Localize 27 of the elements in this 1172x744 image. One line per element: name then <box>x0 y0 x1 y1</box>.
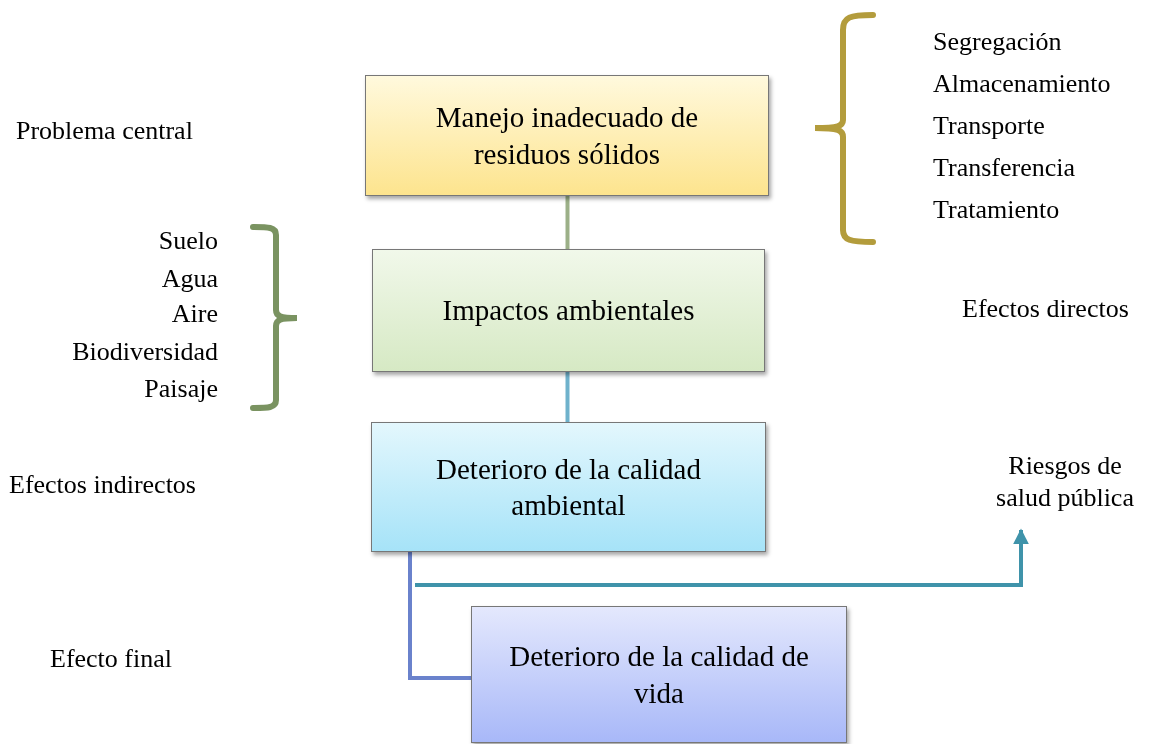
process-box <box>365 75 769 196</box>
annotation-text: Aire <box>171 301 218 327</box>
connector-line <box>565 196 570 249</box>
connector-line <box>408 552 471 680</box>
annotation-text: Suelo <box>158 228 218 254</box>
annotation-text: Transferencia <box>933 155 1075 181</box>
connector-line <box>565 372 570 422</box>
box-label: Manejo inadecuado de residuos sólidos <box>434 100 700 172</box>
annotation-text: Efecto final <box>50 646 172 672</box>
process-box <box>471 606 847 743</box>
annotation-text: Transporte <box>933 113 1045 139</box>
annotation-text: Tratamiento <box>933 197 1060 223</box>
process-box <box>371 422 766 552</box>
box-label: Deterioro de la calidad ambiental <box>435 451 702 523</box>
annotation-text: Almacenamiento <box>933 71 1111 97</box>
annotation-text: Agua <box>161 266 218 292</box>
annotation-text: Efectos directos <box>962 296 1129 322</box>
process-box <box>372 249 765 372</box>
annotation-text: Biodiversidad <box>72 339 218 365</box>
box-label: Deterioro de la calidad de vida <box>508 639 810 711</box>
arrow <box>415 528 1029 587</box>
annotation-text: Segregación <box>933 29 1062 55</box>
box-label: Impactos ambientales <box>441 293 696 329</box>
outcome-text: Riesgos de salud pública <box>995 449 1135 514</box>
annotation-text: Efectos indirectos <box>9 472 196 498</box>
annotation-text: Paisaje <box>144 376 218 402</box>
annotation-text: Problema central <box>16 118 193 144</box>
